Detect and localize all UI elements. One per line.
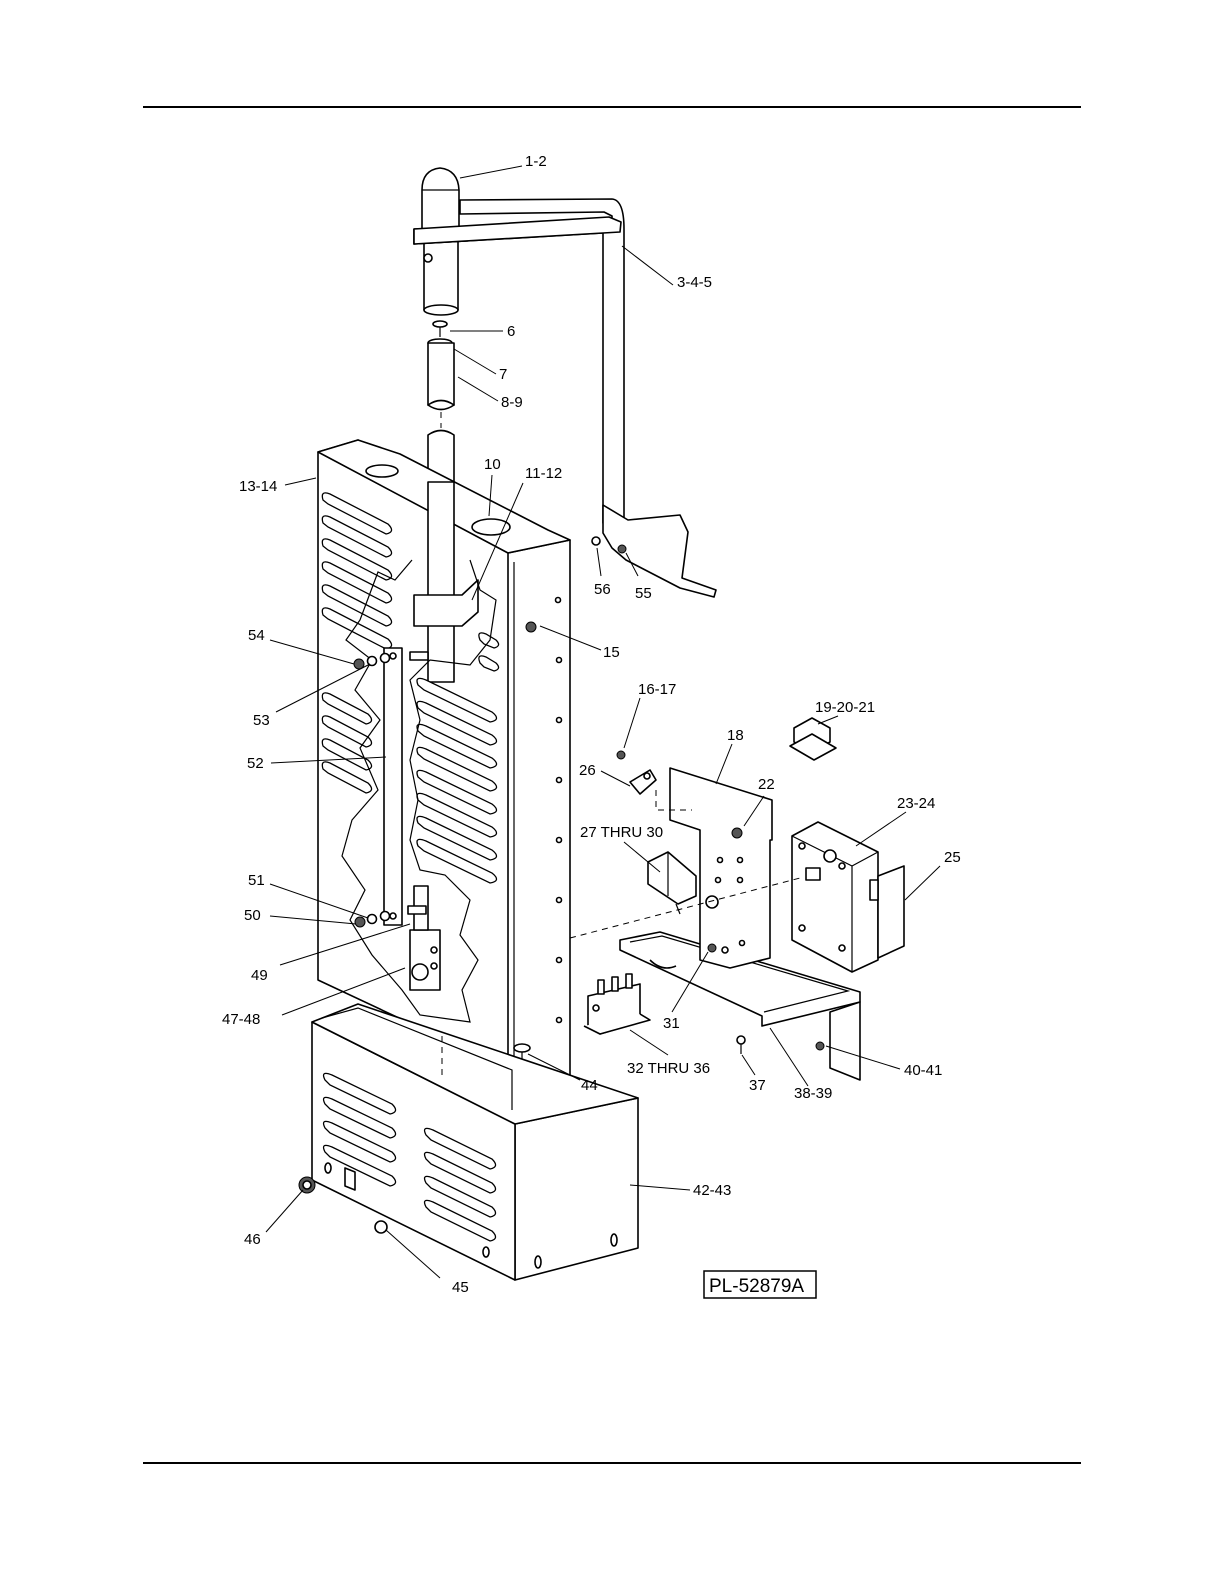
cam-bracket bbox=[410, 930, 440, 990]
callout: 52 bbox=[247, 755, 264, 772]
screw-6 bbox=[433, 321, 447, 327]
callout: 27 THRU 30 bbox=[580, 824, 663, 841]
callout: 1-2 bbox=[525, 153, 547, 170]
callout: 54 bbox=[248, 627, 265, 644]
callout: 42-43 bbox=[693, 1182, 731, 1199]
callout: 38-39 bbox=[794, 1085, 832, 1102]
callout: 47-48 bbox=[222, 1011, 260, 1028]
callout: 26 bbox=[579, 762, 596, 779]
callout: 44 bbox=[581, 1077, 598, 1094]
callout: 3-4-5 bbox=[677, 274, 712, 291]
callout: 13-14 bbox=[239, 478, 277, 495]
callout: 37 bbox=[749, 1077, 766, 1094]
screw-31 bbox=[708, 944, 716, 952]
screw-15 bbox=[526, 622, 536, 632]
drawing-id: PL-52879A bbox=[709, 1276, 804, 1297]
callout: 18 bbox=[727, 727, 744, 744]
callout: 16-17 bbox=[638, 681, 676, 698]
linkage-arm bbox=[384, 648, 402, 925]
column-front-panel bbox=[508, 540, 570, 1092]
base-housing bbox=[299, 1004, 638, 1280]
base-front-panel bbox=[515, 1098, 638, 1280]
callout: 32 THRU 36 bbox=[627, 1060, 710, 1077]
callout: 15 bbox=[603, 644, 620, 661]
callout: 10 bbox=[484, 456, 501, 473]
motor-assembly bbox=[570, 718, 904, 1080]
drawing-id-box: PL-52879A bbox=[704, 1271, 816, 1298]
callout: 8-9 bbox=[501, 394, 523, 411]
callout: 49 bbox=[251, 967, 268, 984]
switch-27 bbox=[648, 852, 696, 904]
callout: 53 bbox=[253, 712, 270, 729]
screw-40 bbox=[816, 1042, 824, 1050]
clip-26 bbox=[630, 770, 656, 794]
callout: 19-20-21 bbox=[815, 699, 875, 716]
tray-flange bbox=[830, 1002, 860, 1080]
callout: 50 bbox=[244, 907, 261, 924]
callout: 51 bbox=[248, 872, 265, 889]
callout: 22 bbox=[758, 776, 775, 793]
callout: 55 bbox=[635, 585, 652, 602]
lower-tube bbox=[428, 343, 454, 405]
callout: 40-41 bbox=[904, 1062, 942, 1079]
upper-tube bbox=[424, 238, 458, 310]
callout: 46 bbox=[244, 1231, 261, 1248]
nut-50 bbox=[355, 917, 365, 927]
callout: 31 bbox=[663, 1015, 680, 1032]
callout: 25 bbox=[944, 849, 961, 866]
screw-44 bbox=[514, 1044, 530, 1052]
callout: 11-12 bbox=[525, 465, 562, 482]
screw-37 bbox=[737, 1036, 745, 1044]
callout: 6 bbox=[507, 323, 515, 340]
screw-16 bbox=[617, 751, 625, 759]
washer-51 bbox=[368, 915, 377, 924]
callout: 23-24 bbox=[897, 795, 935, 812]
column-tube bbox=[428, 482, 454, 682]
callout: 45 bbox=[452, 1279, 469, 1296]
screw-45 bbox=[375, 1221, 387, 1233]
callout: 7 bbox=[499, 366, 507, 383]
callout: 56 bbox=[594, 581, 611, 598]
motor-25 bbox=[878, 866, 904, 958]
screw-22 bbox=[732, 828, 742, 838]
